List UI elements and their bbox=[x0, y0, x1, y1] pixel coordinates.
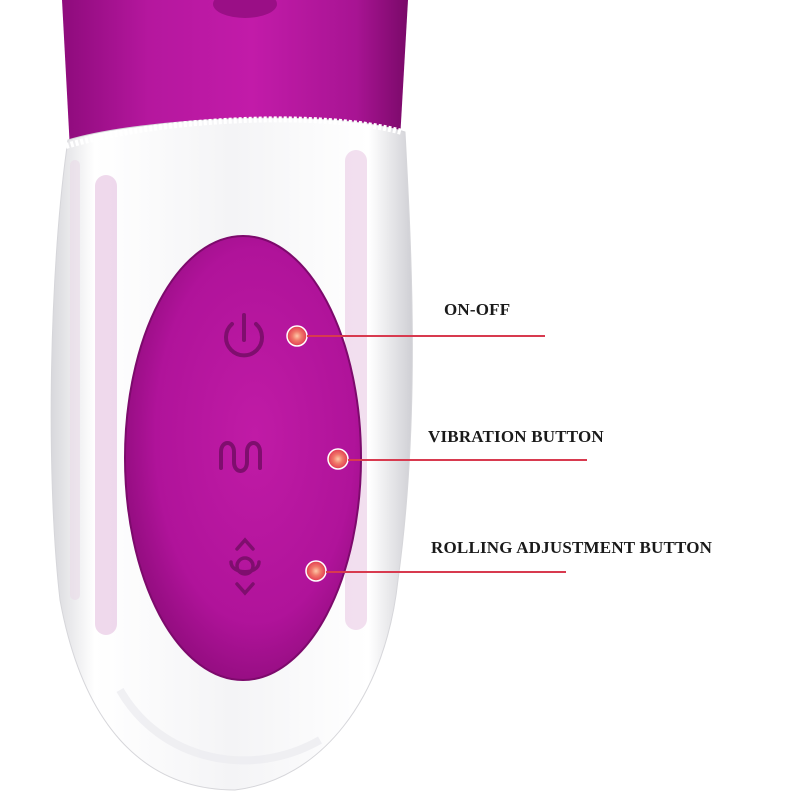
on-off-indicator-dot bbox=[286, 325, 308, 347]
control-panel bbox=[124, 235, 362, 681]
vibration-indicator-dot bbox=[327, 448, 349, 470]
rolling-indicator-dot bbox=[305, 560, 327, 582]
left-reflection bbox=[95, 175, 117, 635]
device-top-tip bbox=[213, 0, 277, 18]
device-seam bbox=[65, 116, 403, 149]
on-off-label: ON-OFF bbox=[444, 300, 511, 319]
vibration-button-label: VIBRATION BUTTON bbox=[428, 427, 604, 446]
wave-icon bbox=[219, 441, 262, 473]
rotate-arrows-icon bbox=[229, 537, 261, 596]
device-purple-body bbox=[62, 0, 408, 150]
power-icon bbox=[224, 313, 264, 358]
rolling-adjustment-button-label: ROLLING ADJUSTMENT BUTTON bbox=[431, 538, 713, 557]
